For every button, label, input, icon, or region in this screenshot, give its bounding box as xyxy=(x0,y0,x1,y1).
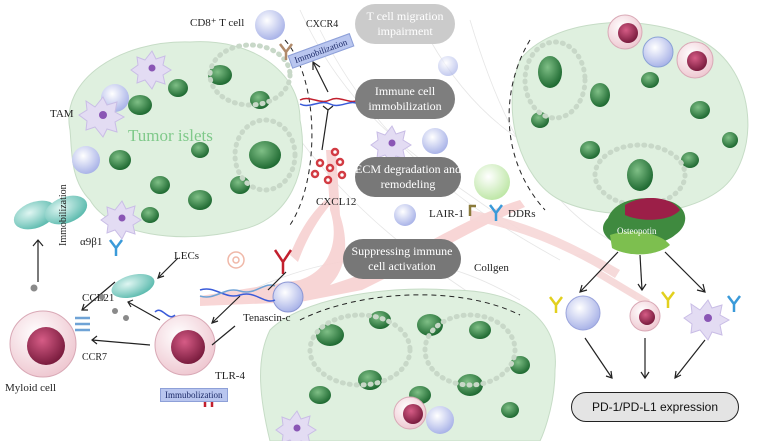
dna-strand-icons xyxy=(154,97,359,318)
cd8-label: CD8⁺ T cell xyxy=(190,17,245,29)
ccr7-label: CCR7 xyxy=(82,352,108,363)
lair1-label: LAIR-1 xyxy=(429,208,464,220)
receptor-icons xyxy=(75,43,741,407)
ddrs-label: DDRs xyxy=(508,208,536,220)
tumor-islets-title: Tumor islets xyxy=(128,126,213,145)
myeloid-cell-icon xyxy=(9,14,714,430)
tenascin-label: Tenascin-c xyxy=(243,312,291,324)
immobilization-tag-bottom: Immubolization xyxy=(160,388,228,402)
tam-nucleus xyxy=(99,64,712,432)
tam-label: TAM xyxy=(50,108,74,120)
tumor-islet-topleft xyxy=(68,41,303,238)
tumor-islet-bottom xyxy=(260,288,556,441)
osteopotin-label: Osteopotin xyxy=(617,226,657,236)
lec-cell-icon xyxy=(13,195,155,299)
pill-suppressing-immune: Suppressing immune cell activation xyxy=(343,239,461,279)
ccl21-dots xyxy=(30,284,129,321)
lecs-label: LECs xyxy=(174,250,200,262)
cxcr4-label: CXCR4 xyxy=(306,19,339,30)
cxcl12-dots xyxy=(310,147,347,185)
islet-boundary-bottom xyxy=(299,294,521,321)
pill-ecm-degradation: ECM degradation and remodeling xyxy=(355,157,461,197)
a9b1-label: α9β1 xyxy=(80,236,103,248)
tumor-islet-topright xyxy=(511,22,749,215)
islet-boundary-right xyxy=(508,39,546,211)
myloid-label: Myloid cell xyxy=(5,382,57,394)
osteopotin-icon xyxy=(603,198,686,255)
arrows xyxy=(32,60,706,380)
immobilization-vertical-label: Immobilization xyxy=(58,184,69,246)
ecm-right-vessel xyxy=(470,210,650,306)
collgen-label: Collgen xyxy=(474,262,509,274)
pill-t-cell-migration: T cell migration impairment xyxy=(355,4,455,44)
tlr4-label: TLR-4 xyxy=(215,370,245,382)
lec-flower-icon xyxy=(227,251,245,269)
t-cell xyxy=(72,10,674,434)
pd1-pdl1-expression-box: PD-1/PD-L1 expression xyxy=(571,392,739,422)
pill-immune-cell-immobilization: Immune cell immobilization xyxy=(355,79,455,119)
pale-cell-icon xyxy=(474,164,510,200)
cxcl12-label: CXCL12 xyxy=(316,196,357,208)
ccl21-label: CCL21 xyxy=(82,292,115,304)
